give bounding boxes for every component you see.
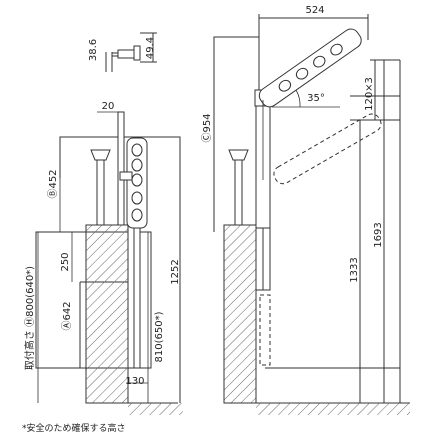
label-angle-35: 35°	[307, 93, 325, 104]
label-49-4: 49.4	[145, 37, 156, 59]
label-250: 250	[60, 252, 71, 271]
label-b-452: Ⓑ452	[47, 169, 59, 198]
label-130: 130	[125, 376, 144, 387]
lowered-arm-dashed	[273, 113, 382, 185]
right-labels: 524 Ⓒ954 35° 120×3 1333 1693	[201, 5, 384, 283]
label-1333: 1333	[349, 257, 360, 282]
label-120x3: 120×3	[364, 77, 375, 111]
right-frame	[213, 14, 401, 403]
raised-arm	[258, 28, 362, 108]
right-pole-hidden	[259, 294, 271, 366]
footnote: *安全のため確保する高さ	[22, 422, 126, 434]
label-20: 20	[102, 101, 115, 112]
left-wall	[85, 224, 129, 404]
left-ground	[128, 402, 183, 415]
angle-marker	[262, 89, 340, 180]
left-dimension-lines	[37, 111, 149, 403]
right-wall	[223, 224, 257, 404]
label-a-642: Ⓐ642	[61, 301, 73, 330]
label-38-6: 38.6	[88, 39, 99, 61]
label-1252: 1252	[170, 259, 181, 284]
label-c-954: Ⓒ954	[201, 113, 213, 142]
right-ground	[256, 402, 410, 415]
label-mount-height: 取付高さ Ⓗ800(640*)	[23, 266, 36, 370]
label-810-650: 810(650*)	[154, 311, 165, 362]
label-524: 524	[305, 5, 324, 16]
left-arm-holes	[131, 143, 143, 222]
bracket-detail	[105, 32, 157, 72]
label-1693: 1693	[373, 222, 384, 247]
left-labels: 49.4 38.6 20 Ⓑ452 250 Ⓐ642 取付高さ Ⓗ800(640…	[23, 37, 181, 387]
